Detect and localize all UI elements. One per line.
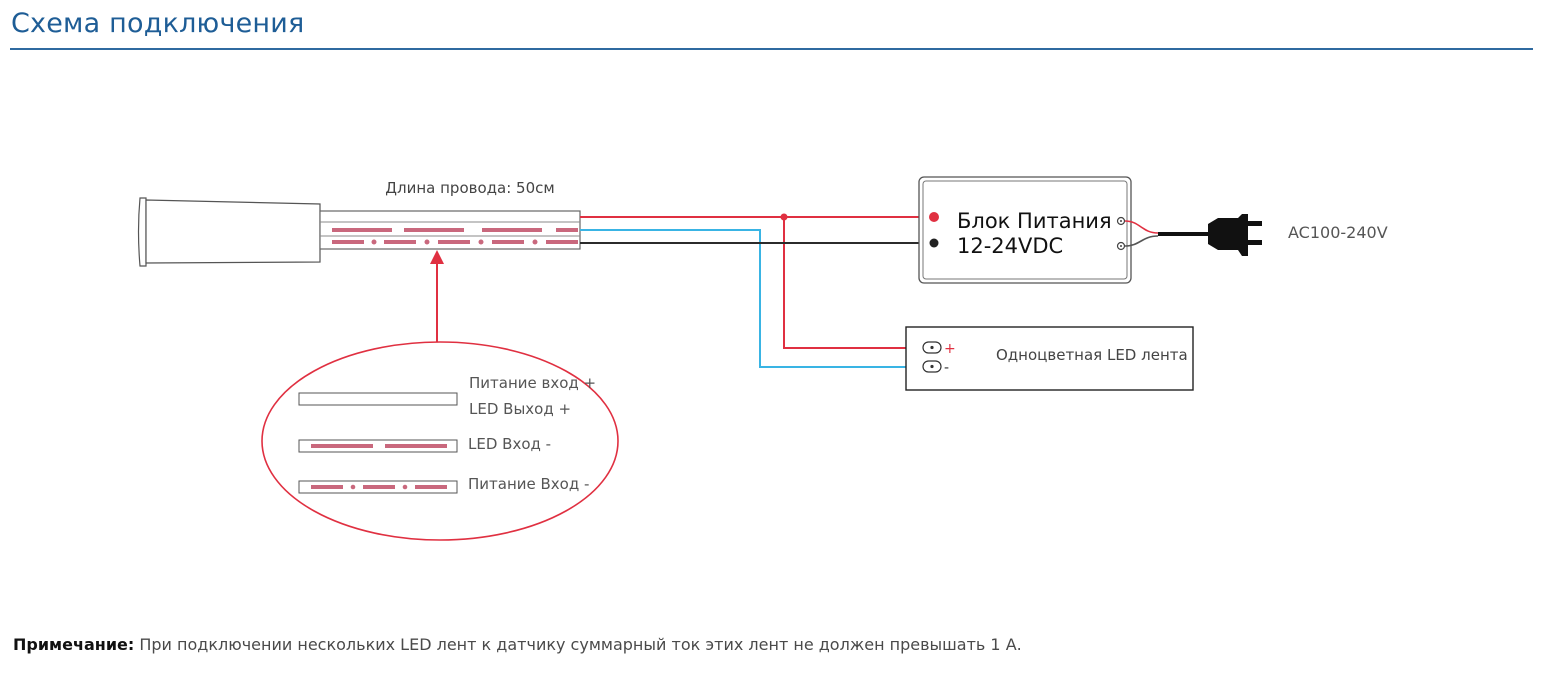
psu-label-line2: 12-24VDC — [957, 234, 1063, 258]
callout-arrowhead — [430, 250, 444, 264]
note-prefix: Примечание: — [13, 635, 135, 654]
note-text: При подключении нескольких LED лент к да… — [134, 635, 1022, 654]
strip-plus-sign: + — [944, 341, 956, 357]
legend-label-power-in-minus: Питание Вход - — [468, 475, 589, 493]
red-wire-strip — [783, 217, 925, 349]
callout-ellipse — [261, 341, 619, 541]
psu-negative-terminal — [929, 238, 939, 248]
legend-label-led-out-plus: LED Выход + — [469, 400, 571, 418]
note: Примечание: При подключении нескольких L… — [13, 635, 1022, 654]
legend: Питание вход + LED Выход + LED Вход - Пи… — [298, 374, 596, 494]
power-supply-box: Блок Питания 12-24VDC — [918, 176, 1132, 284]
legend-swatch-plus — [298, 392, 458, 406]
sensor-body — [137, 197, 581, 267]
legend-swatch-led-in-minus — [298, 439, 458, 453]
ac-voltage-label: AC100-240V — [1288, 223, 1388, 242]
strip-minus-sign: - — [944, 360, 949, 376]
psu-label-line1: Блок Питания — [957, 209, 1112, 233]
wire-length-label: Длина провода: 50см — [385, 179, 554, 197]
legend-label-power-in-plus: Питание вход + — [469, 374, 596, 392]
page-title: Схема подключения — [11, 8, 305, 39]
led-strip-box: + - Одноцветная LED лента — [905, 326, 1194, 391]
psu-positive-terminal — [929, 212, 939, 222]
wires — [580, 213, 933, 368]
title-divider — [10, 48, 1533, 50]
ac-plug — [1124, 214, 1262, 256]
callout — [261, 250, 619, 541]
legend-label-led-in-minus: LED Вход - — [468, 435, 551, 453]
blue-wire — [580, 229, 925, 368]
led-strip-label: Одноцветная LED лента — [996, 346, 1188, 364]
